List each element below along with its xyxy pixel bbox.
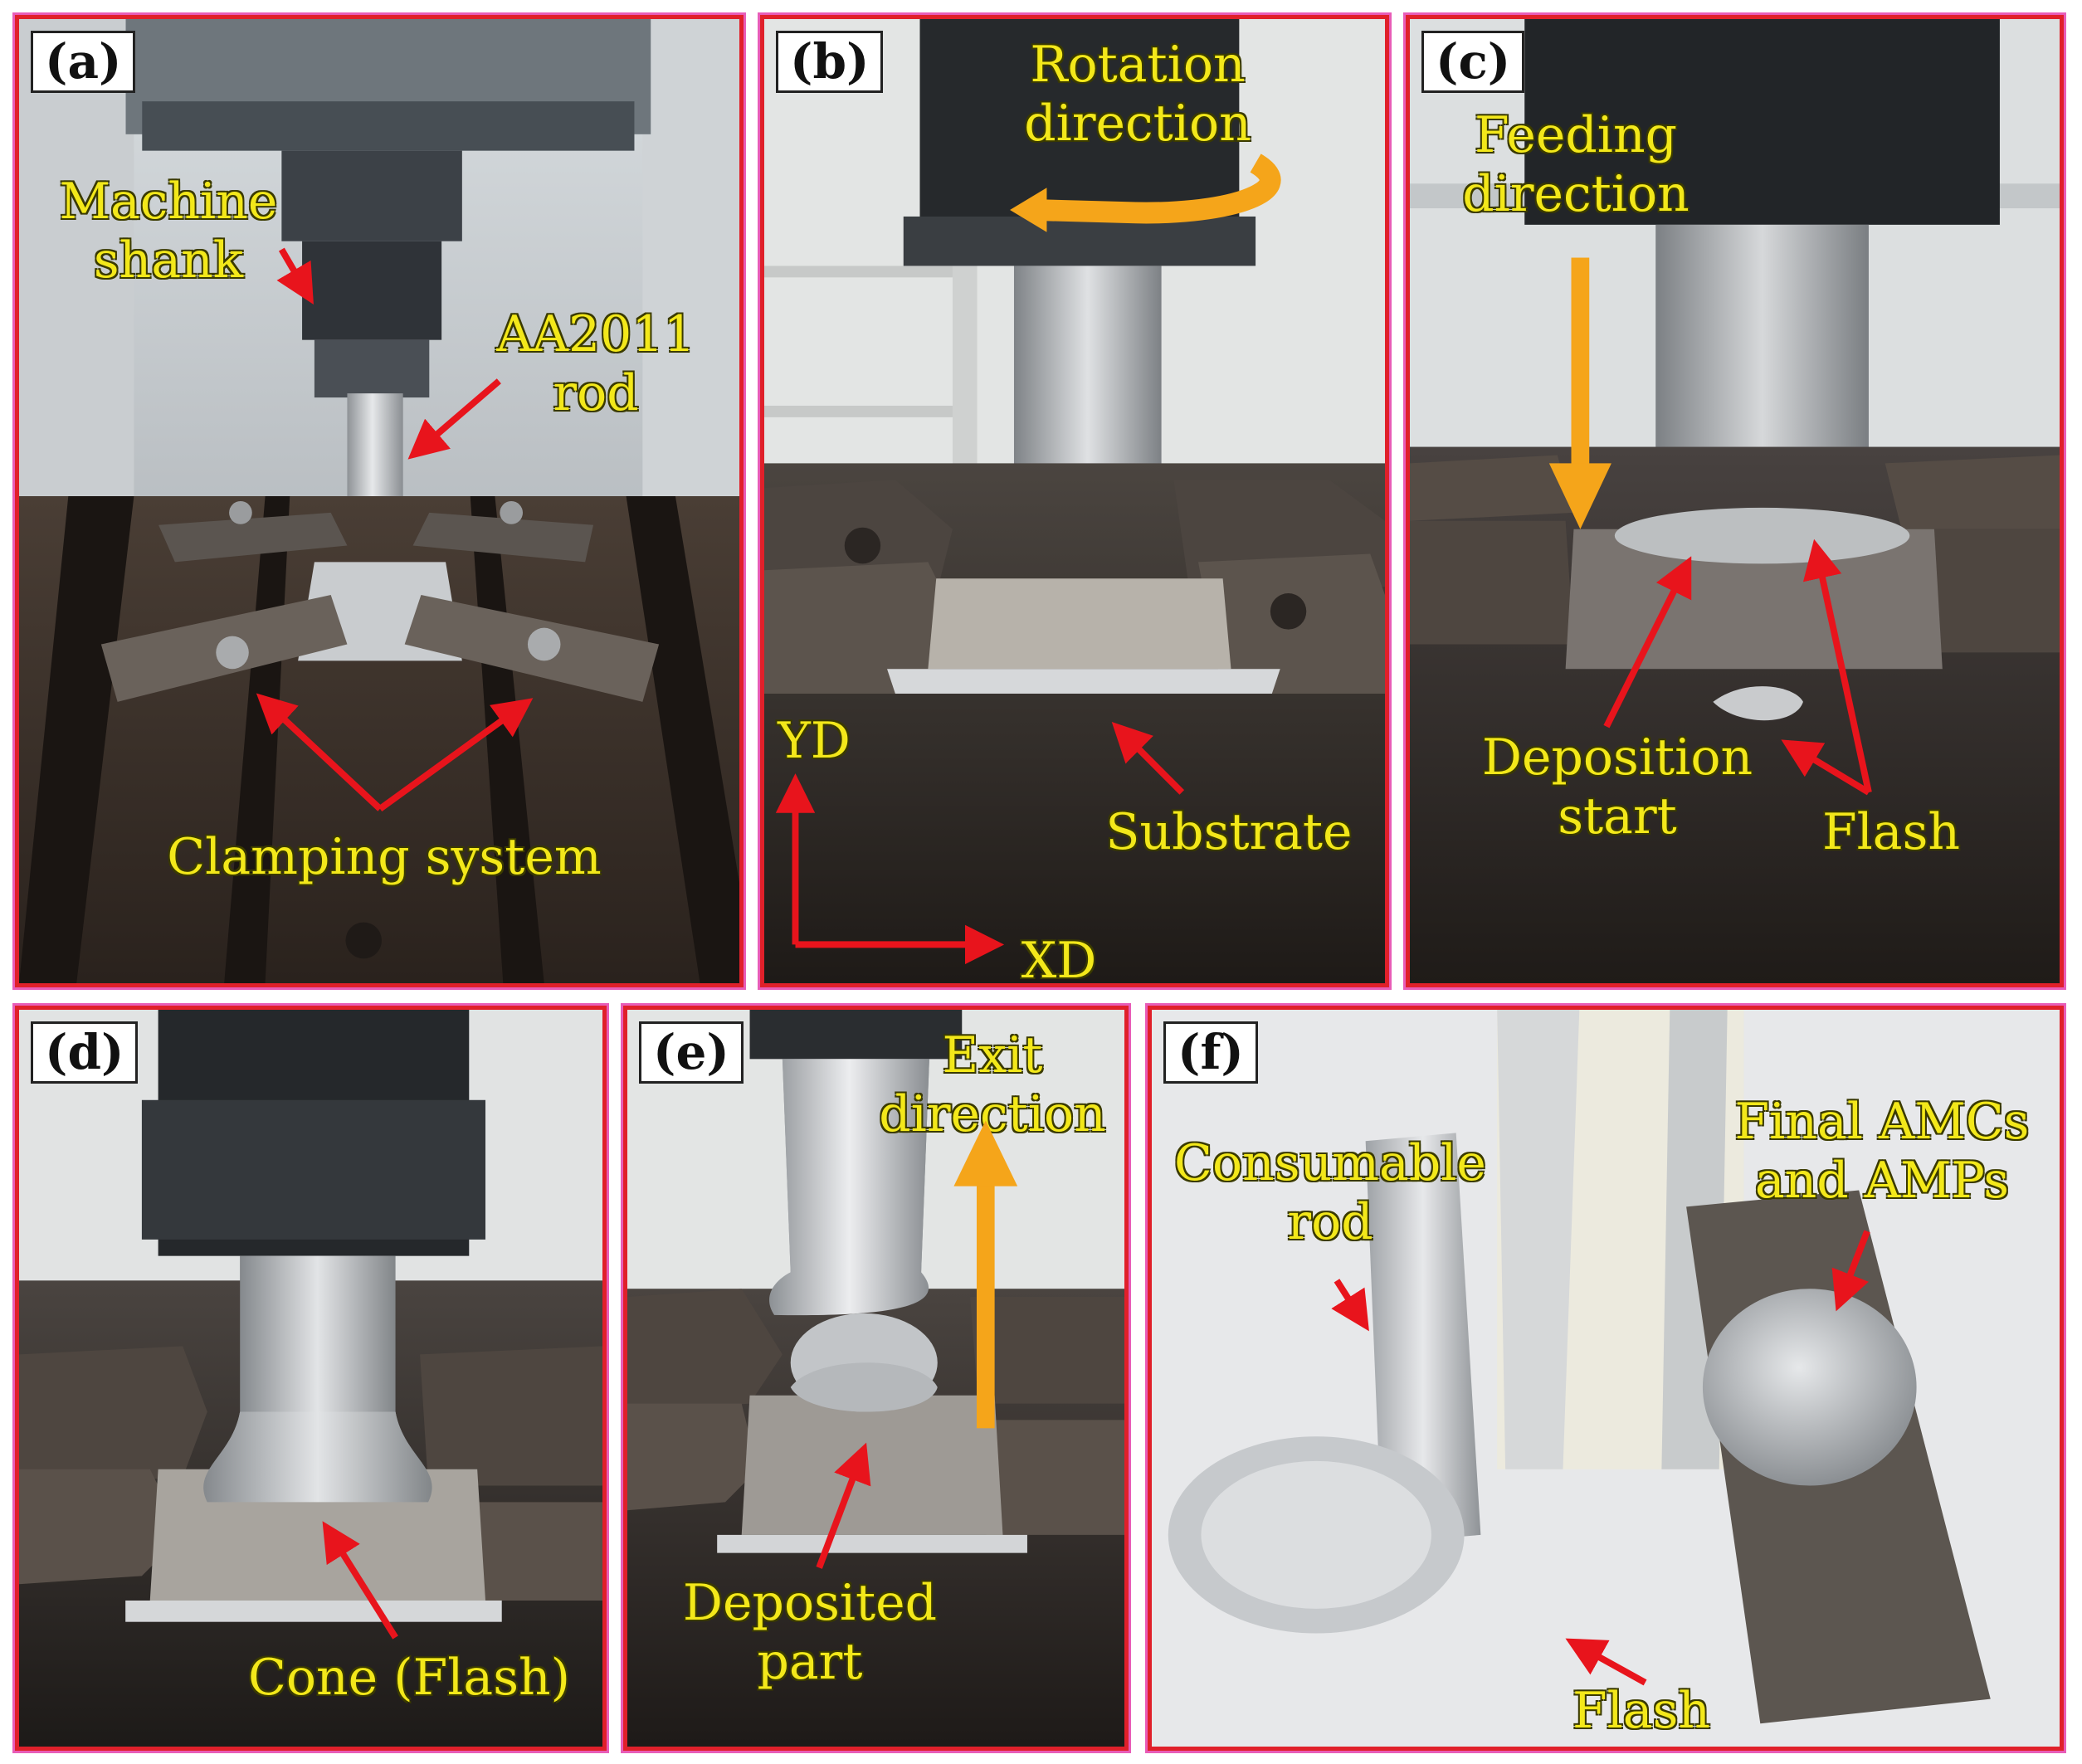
substrate-label: Substrate	[1105, 803, 1353, 861]
flash-label-f: Flash	[1572, 1682, 1711, 1740]
exit-direction-label: Exit direction	[879, 1026, 1106, 1143]
panel-c-photo	[1410, 19, 2060, 983]
panel-d-photo	[19, 1010, 602, 1747]
machine-shank-label: Machine shank	[59, 173, 278, 290]
aa2011-rod-label: AA2011 rod	[496, 305, 695, 422]
panel-b-tag: (b)	[776, 31, 884, 93]
cone-flash-label: Cone (Flash)	[247, 1649, 571, 1707]
clamping-system-label: Clamping system	[167, 828, 602, 886]
panel-f-tag: (f)	[1163, 1021, 1258, 1084]
panel-a: (a) Machine shank AA2011 rod Clamping sy…	[15, 15, 744, 987]
panel-b-photo	[764, 19, 1385, 983]
panel-c: (c) Feeding direction Deposition start F…	[1406, 15, 2064, 987]
deposition-start-label: Deposition start	[1481, 729, 1753, 845]
panel-f-photo	[1152, 1010, 2060, 1747]
deposited-part-label: Deposited part	[682, 1574, 938, 1691]
panel-e-photo	[627, 1010, 1124, 1747]
panel-d-tag: (d)	[31, 1021, 139, 1084]
panel-e: (e) Exit direction Deposited part	[623, 1006, 1129, 1751]
panel-e-tag: (e)	[639, 1021, 744, 1084]
panel-d: (d) Cone (Flash)	[15, 1006, 607, 1751]
xd-axis-label: XD	[1021, 932, 1097, 987]
rotation-direction-label: Rotation direction	[1024, 36, 1251, 153]
consumable-rod-label: Consumable rod	[1174, 1134, 1486, 1251]
panel-f: (f) Consumable rod Final AMCs and AMPs F…	[1148, 1006, 2064, 1751]
flash-label-c: Flash	[1821, 803, 1961, 861]
panel-b: (b) Rotation direction Substrate YD XD	[760, 15, 1389, 987]
final-amcs-amps-label: Final AMCs and AMPs	[1734, 1093, 2030, 1210]
panel-a-tag: (a)	[31, 31, 136, 93]
panel-c-tag: (c)	[1421, 31, 1525, 93]
yd-axis-label: YD	[778, 712, 851, 770]
feeding-direction-label: Feeding direction	[1462, 106, 1689, 223]
